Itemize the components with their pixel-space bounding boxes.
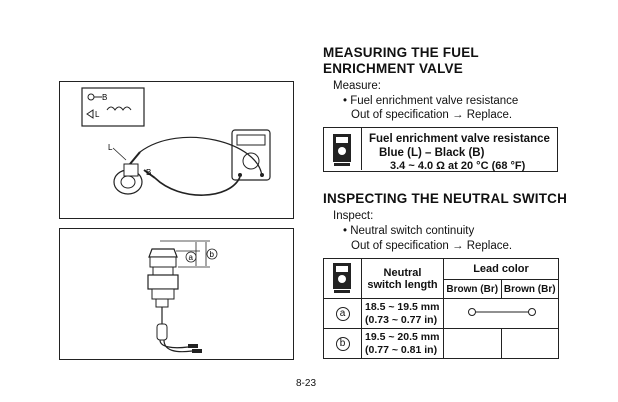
inset-label-l: L	[95, 110, 100, 119]
continuity-cell-b1	[443, 328, 502, 359]
col-switch-length-line1: Neutral	[383, 266, 422, 279]
continuity-cell-a	[443, 298, 559, 329]
inset-label-b: B	[102, 93, 107, 102]
continuity-table: Neutral switch length Lead color Brown (…	[323, 257, 559, 359]
section-title-line1: MEASURING THE FUEL	[323, 45, 479, 60]
row-marker-a: a	[335, 306, 350, 321]
spec-title: Fuel enrichment valve resistance	[369, 133, 550, 145]
inspect-item: • Neutral switch continuity	[343, 225, 475, 237]
neutral-switch-illustration: a b	[147, 240, 218, 353]
section-title-neutral-switch: INSPECTING THE NEUTRAL SWITCH	[323, 191, 568, 206]
col-switch-length-line2: switch length	[367, 278, 438, 291]
col-lead1: Brown (Br)	[443, 279, 502, 299]
row-marker-cell: a	[323, 298, 362, 329]
measure-label: Measure:	[333, 80, 381, 92]
out-of-spec-note: Out of specification → Replace.	[351, 109, 513, 121]
measure-item: • Fuel enrichment valve resistance	[343, 95, 519, 107]
dim-label-a: a	[189, 253, 194, 262]
col-lead-color: Lead color	[443, 257, 559, 281]
section-title-line2: ENRICHMENT VALVE	[323, 61, 463, 76]
row-length-in: (0.73 ~ 0.77 in)	[365, 313, 438, 326]
out-of-spec-note-2: Out of specification → Replace.	[351, 240, 513, 252]
section-title-fuel-enrichment: MEASURING THE FUEL ENRICHMENT VALVE	[323, 45, 479, 77]
resistance-spec-box: Fuel enrichment valve resistance Blue (L…	[323, 127, 558, 172]
page-number: 8-23	[296, 378, 317, 389]
row-length-a: 18.5 ~ 19.5 mm (0.73 ~ 0.77 in)	[361, 298, 444, 329]
table-multimeter-icon	[323, 258, 362, 299]
row-length-mm: 19.5 ~ 20.5 mm	[365, 330, 440, 343]
row-marker-cell: b	[323, 328, 362, 359]
lead-label-b: B	[146, 168, 151, 177]
multimeter-icon	[324, 128, 362, 170]
row-length-in: (0.77 ~ 0.81 in)	[365, 343, 438, 356]
valve-measurement-illustration: B L L B	[81, 87, 271, 196]
table-row: b 19.5 ~ 20.5 mm (0.77 ~ 0.81 in)	[323, 328, 559, 359]
row-marker-b: b	[335, 336, 350, 351]
col-lead2: Brown (Br)	[500, 279, 559, 299]
table-row: a 18.5 ~ 19.5 mm (0.73 ~ 0.77 in)	[323, 298, 559, 329]
lead-label-l: L	[108, 143, 113, 152]
dim-label-b: b	[210, 250, 215, 259]
continuity-cell-b2	[500, 328, 559, 359]
row-length-mm: 18.5 ~ 19.5 mm	[365, 300, 440, 313]
spec-value: 3.4 ~ 4.0 Ω at 20 °C (68 °F)	[390, 160, 526, 172]
inspect-label: Inspect:	[333, 210, 374, 222]
figure-fuel-enrichment-valve: B L L B	[59, 81, 294, 219]
spec-leads: Blue (L) – Black (B)	[379, 147, 485, 159]
continuity-symbol	[468, 308, 536, 316]
col-switch-length: Neutral switch length	[361, 258, 444, 299]
row-length-b: 19.5 ~ 20.5 mm (0.77 ~ 0.81 in)	[361, 328, 444, 359]
figure-neutral-switch: a b	[59, 228, 294, 360]
